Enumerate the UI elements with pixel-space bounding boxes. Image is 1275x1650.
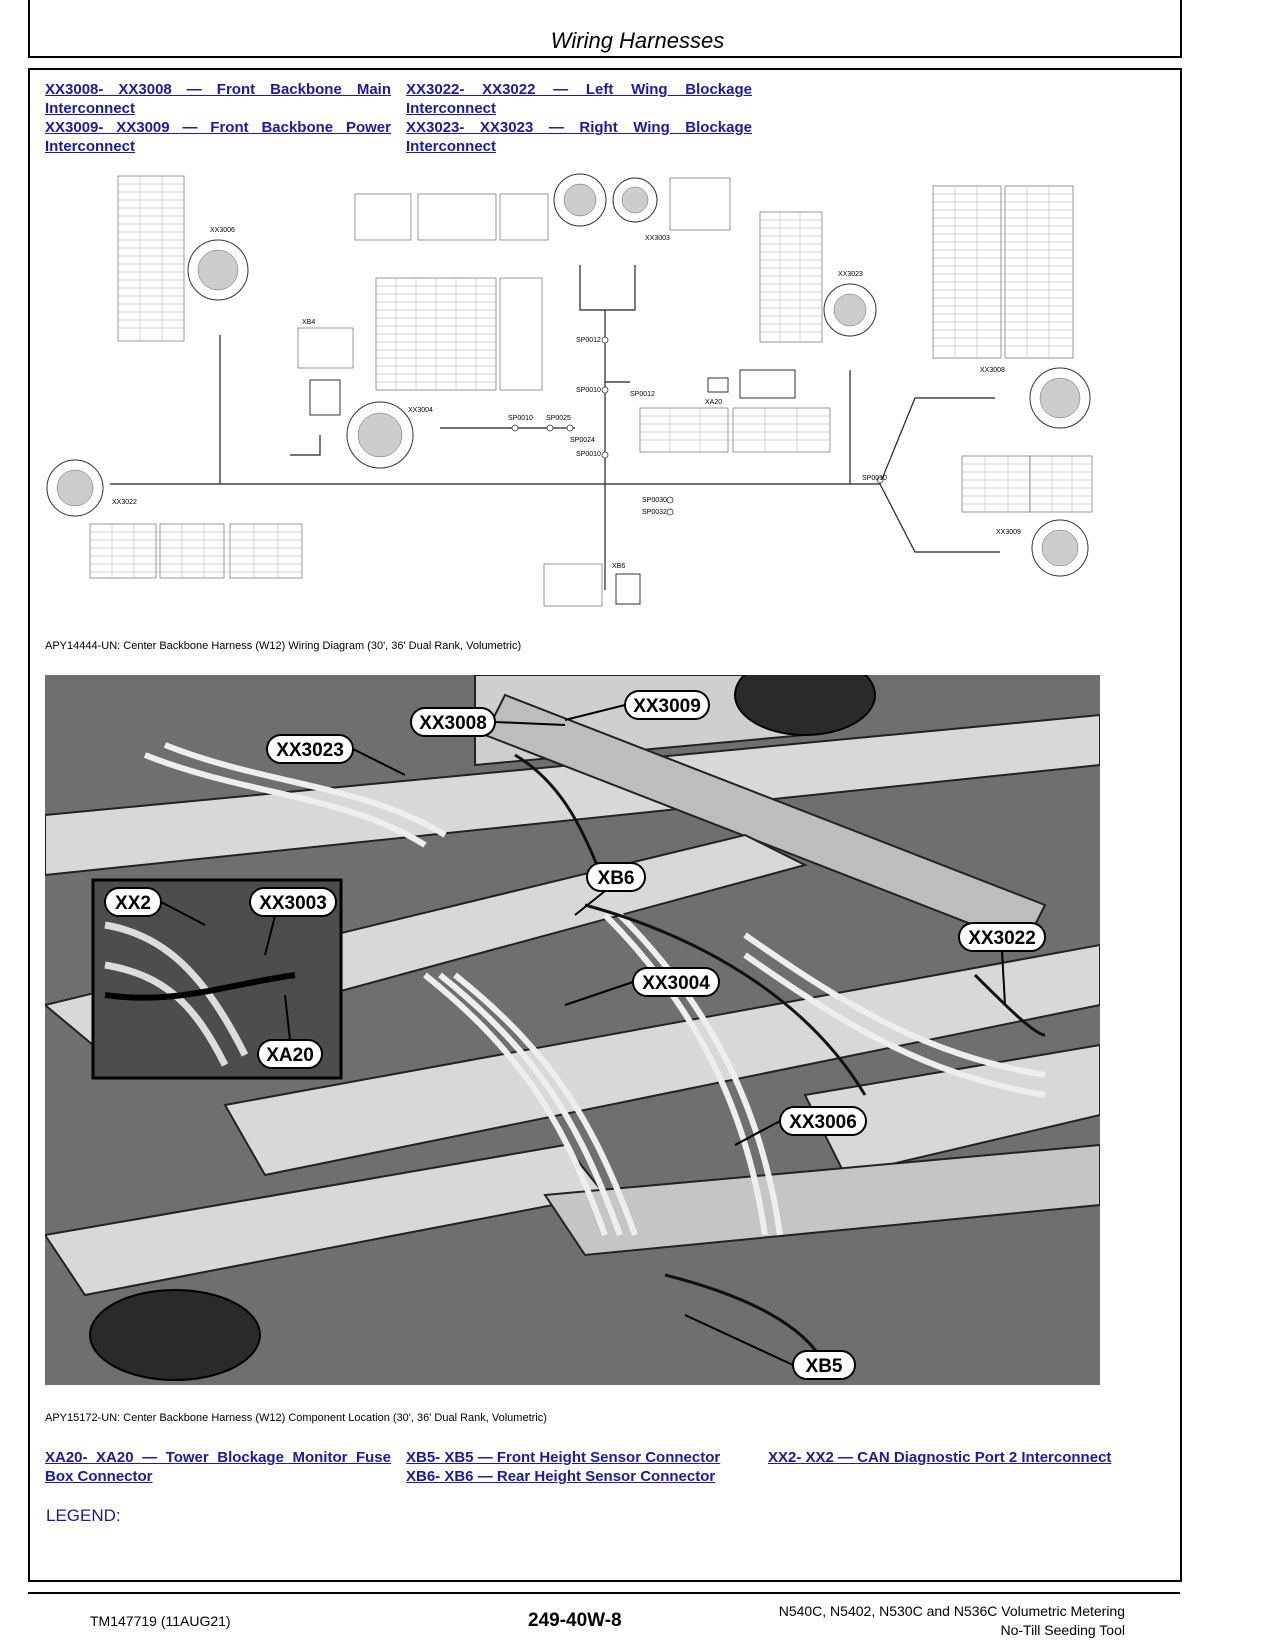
- pin-table: [499, 193, 549, 241]
- pin-table: [417, 193, 497, 241]
- link-xx3008[interactable]: XX3008- XX3008 — Front Backbone Main Int…: [45, 81, 391, 117]
- pin-table: [354, 193, 412, 241]
- svg-text:XX3003: XX3003: [259, 893, 327, 914]
- pin-table: [759, 211, 823, 343]
- svg-text:XX3006: XX3006: [210, 227, 235, 234]
- svg-text:XX3008: XX3008: [980, 367, 1005, 374]
- pin-table: [117, 175, 185, 342]
- svg-text:XX3003: XX3003: [645, 235, 670, 242]
- svg-text:XX2: XX2: [115, 893, 151, 914]
- pin-table: [639, 407, 729, 453]
- svg-text:XB6: XB6: [598, 868, 635, 889]
- link-xb5[interactable]: XB5- XB5 — Front Height Sensor Connector: [406, 1449, 721, 1466]
- callout-xx3003: XX3003: [249, 887, 337, 917]
- connector-xb6: [615, 573, 641, 605]
- svg-text:SP0012: SP0012: [630, 391, 655, 398]
- svg-text:XX3009: XX3009: [633, 696, 701, 717]
- svg-text:SP0010: SP0010: [862, 475, 887, 482]
- branch-wire: [879, 483, 1000, 553]
- svg-text:SP0010: SP0010: [508, 415, 533, 422]
- module-box: [739, 369, 796, 399]
- pin-table: [1029, 455, 1093, 513]
- content-frame: [28, 68, 1182, 1582]
- pin-table: [159, 523, 225, 579]
- branch-wire: [879, 397, 995, 485]
- link-xx3022[interactable]: XX3022- XX3022 — Left Wing Blockage Inte…: [406, 81, 752, 117]
- link-xa20[interactable]: XA20- XA20 — Tower Blockage Monitor Fuse…: [45, 1449, 391, 1485]
- pin-table: [732, 407, 831, 453]
- callout-xx3006: XX3006: [779, 1106, 867, 1136]
- callout-xx3009: XX3009: [624, 690, 710, 720]
- svg-text:XB5: XB5: [806, 1356, 843, 1377]
- pin-table: [543, 563, 603, 607]
- callout-xa20: XA20: [257, 1039, 323, 1069]
- callout-xb5: XB5: [792, 1350, 856, 1380]
- photo-caption: APY15172-UN: Center Backbone Harness (W1…: [45, 1412, 547, 1424]
- svg-text:XA20: XA20: [705, 399, 722, 406]
- pin-table: [669, 177, 731, 231]
- callout-xx3008: XX3008: [410, 707, 496, 737]
- page-title: Wiring Harnesses: [550, 28, 725, 53]
- footer-product-line2: No-Till Seeding Tool: [1000, 1622, 1125, 1638]
- svg-text:SP0012: SP0012: [576, 337, 601, 344]
- svg-text:SP0010: SP0010: [576, 387, 601, 394]
- svg-text:XX3022: XX3022: [968, 928, 1036, 949]
- callout-xx2: XX2: [104, 887, 162, 917]
- svg-text:SP0032: SP0032: [642, 509, 667, 516]
- svg-text:XB6: XB6: [612, 563, 625, 570]
- footer-doc-id: TM147719 (11AUG21): [90, 1613, 231, 1629]
- footer-product: N540C, N5402, N530C and N536C Volumetric…: [779, 1602, 1125, 1640]
- pin-table: [932, 185, 1002, 359]
- footer-rule: [28, 1592, 1180, 1594]
- svg-text:XX3022: XX3022: [112, 499, 137, 506]
- svg-text:XX3008: XX3008: [419, 713, 487, 734]
- pin-table: [89, 523, 157, 579]
- svg-text:XX3004: XX3004: [642, 973, 710, 994]
- top-links-col1: XX3008- XX3008 — Front Backbone Main Int…: [45, 80, 391, 156]
- legend-col1: XA20- XA20 — Tower Blockage Monitor Fuse…: [45, 1448, 391, 1486]
- callout-xx3023: XX3023: [266, 734, 354, 764]
- footer-page-number: 249-40W-8: [528, 1610, 622, 1631]
- svg-text:SP0030: SP0030: [642, 497, 667, 504]
- svg-text:XX3023: XX3023: [276, 740, 344, 761]
- svg-text:SP0010: SP0010: [576, 451, 601, 458]
- link-xx2[interactable]: XX2- XX2 — CAN Diagnostic Port 2 Interco…: [768, 1449, 1112, 1466]
- pin-table: [499, 277, 543, 391]
- footer-product-line1: N540C, N5402, N530C and N536C Volumetric…: [778, 1603, 1125, 1619]
- branch-wire: [579, 265, 636, 311]
- svg-text:XX3006: XX3006: [789, 1112, 857, 1133]
- link-xx3009[interactable]: XX3009- XX3009 — Front Backbone Power In…: [45, 119, 391, 155]
- callout-xx3004: XX3004: [632, 967, 720, 997]
- svg-text:XX3023: XX3023: [838, 271, 863, 278]
- pin-table: [961, 455, 1031, 513]
- svg-text:XA20: XA20: [266, 1045, 314, 1066]
- svg-text:XB4: XB4: [302, 319, 315, 326]
- top-links-col2: XX3022- XX3022 — Left Wing Blockage Inte…: [406, 80, 752, 156]
- legend-title: LEGEND:: [46, 1506, 121, 1525]
- connector-xb4: [309, 379, 341, 416]
- link-xx3023[interactable]: XX3023- XX3023 — Right Wing Blockage Int…: [406, 119, 752, 155]
- link-xb6[interactable]: XB6- XB6 — Rear Height Sensor Connector: [406, 1468, 716, 1485]
- svg-text:XX3004: XX3004: [408, 407, 433, 414]
- callout-xx3022: XX3022: [958, 922, 1046, 952]
- legend-col3: XX2- XX2 — CAN Diagnostic Port 2 Interco…: [768, 1448, 1114, 1467]
- svg-text:SP0024: SP0024: [570, 437, 595, 444]
- header-frame: [28, 0, 1182, 58]
- pin-table: [229, 523, 303, 579]
- legend-col2: XB5- XB5 — Front Height Sensor Connector…: [406, 1448, 742, 1486]
- svg-text:SP0025: SP0025: [546, 415, 571, 422]
- pin-table: [297, 327, 354, 369]
- callout-xb6: XB6: [586, 862, 646, 892]
- diagram-caption: APY14444-UN: Center Backbone Harness (W1…: [45, 640, 522, 652]
- connector-xa20: [707, 377, 729, 393]
- component-photo: XX3008 XX3009 XX3023 XB6 XX2 XX3003 XX30…: [45, 675, 1100, 1385]
- wiring-diagram: XX3006 XX3022 XB4 XX3004 XX3003 XX3023 X…: [46, 173, 1093, 607]
- pin-table: [1004, 185, 1074, 359]
- branch-wire: [290, 435, 321, 456]
- svg-text:XX3009: XX3009: [996, 529, 1021, 536]
